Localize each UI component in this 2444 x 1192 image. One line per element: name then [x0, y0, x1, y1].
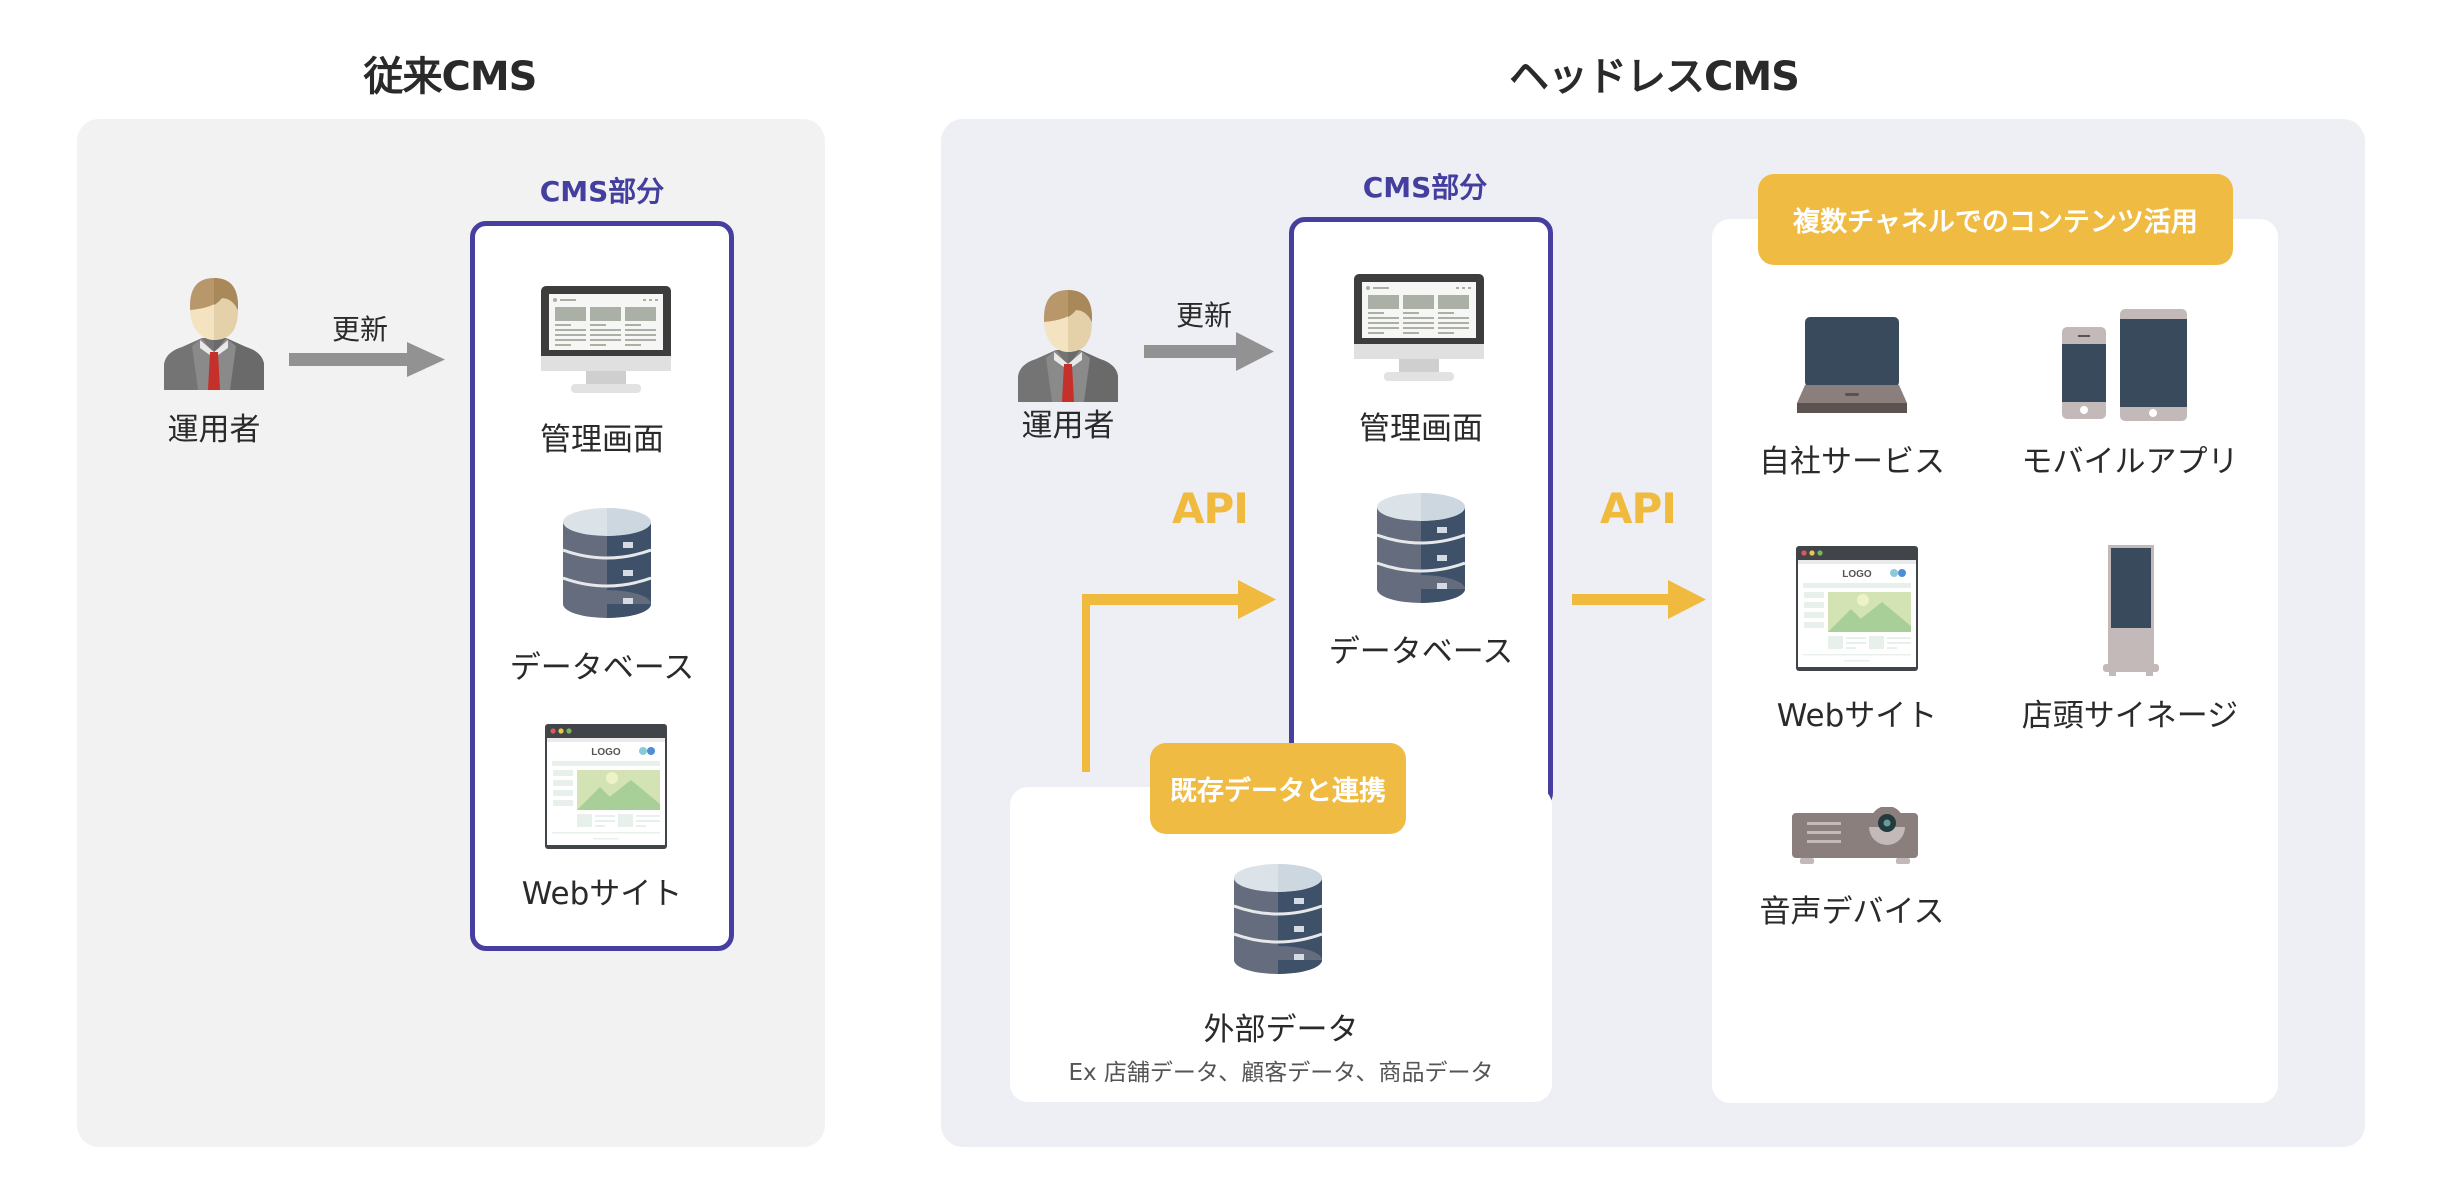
- database-icon: [563, 508, 651, 618]
- projector-icon: [1792, 807, 1918, 865]
- admin-screen-label: 管理画面: [1359, 411, 1483, 447]
- website-label: Webサイト: [521, 876, 683, 912]
- operator-icon: [1018, 288, 1118, 402]
- signage-icon: [2103, 545, 2159, 677]
- update-label: 更新: [1175, 299, 1232, 332]
- monitor-icon: [1354, 274, 1484, 381]
- headless-cms-title: ヘッドレスCMS: [1509, 54, 1800, 100]
- monitor-icon: [541, 286, 671, 393]
- api-in-label: API: [1172, 484, 1249, 533]
- website-icon: [1796, 546, 1918, 671]
- website-icon: [545, 724, 667, 849]
- cms-section-label: CMS部分: [539, 175, 665, 208]
- external-data-label: 外部データ: [1203, 1012, 1359, 1048]
- update-label: 更新: [331, 313, 388, 346]
- channel-label-signage: 店頭サイネージ: [2021, 698, 2239, 734]
- api-out-arrow: [1572, 580, 1706, 619]
- admin-screen-label: 管理画面: [540, 422, 664, 458]
- database-label: データベース: [509, 650, 695, 686]
- channel-label-own-service: 自社サービス: [1759, 444, 1945, 480]
- database-icon: [1377, 493, 1465, 603]
- existing-data-badge: 既存データと連携: [1150, 743, 1406, 834]
- api-out-label: API: [1600, 484, 1677, 533]
- api-in-arrow: [1082, 580, 1276, 772]
- traditional-cms-title: 従来CMS: [363, 54, 538, 100]
- channel-label-voice-device: 音声デバイス: [1759, 894, 1945, 930]
- mobile-icon: [2062, 309, 2187, 421]
- cms-section-label: CMS部分: [1362, 171, 1488, 204]
- update-arrow: [1144, 332, 1274, 371]
- database-icon: [1234, 864, 1322, 974]
- laptop-icon: [1797, 317, 1907, 413]
- operator-icon: [164, 276, 264, 390]
- channel-label-mobile-app: モバイルアプリ: [2021, 444, 2239, 480]
- operator-label: 運用者: [167, 412, 261, 448]
- channel-label-website: Webサイト: [1776, 698, 1938, 734]
- operator-label: 運用者: [1021, 408, 1115, 444]
- channels-badge: 複数チャネルでのコンテンツ活用: [1758, 174, 2233, 265]
- update-arrow: [289, 342, 445, 377]
- database-label: データベース: [1328, 634, 1514, 670]
- external-data-examples: Ex 店舗データ、顧客データ、商品データ: [1068, 1060, 1494, 1086]
